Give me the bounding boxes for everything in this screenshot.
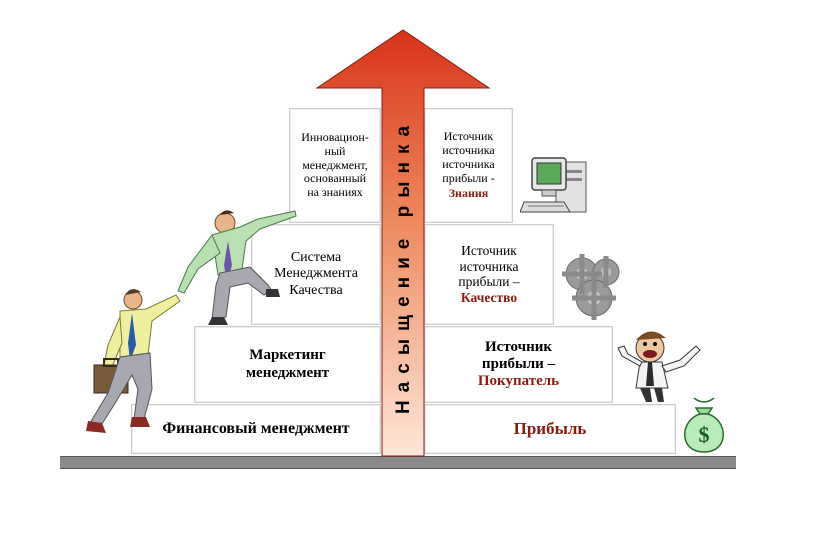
step-accent-label: Знания (448, 185, 489, 200)
step-accent-label: Прибыль (513, 419, 587, 438)
gears-icon (562, 254, 620, 320)
step-source-buyer: Источник прибыли – Покупатель (424, 326, 613, 403)
step-profit: Прибыль (424, 404, 676, 454)
computer-icon (520, 157, 587, 213)
step-source-knowledge: Источник источника источника прибыли - З… (424, 108, 513, 223)
arrow-label-text: Насыщение рынка (393, 117, 415, 415)
step-label: Источник источника источника прибыли - (442, 129, 495, 185)
svg-text:$: $ (699, 422, 710, 447)
money-bag-icon: $ (684, 397, 724, 453)
step-label: Источник источника прибыли – (458, 243, 520, 290)
step-label: Источник прибыли – (481, 338, 556, 372)
arrow-label: Насыщение рынка (386, 96, 422, 436)
step-label: Система Менеджмента Качества (274, 250, 358, 298)
cartoon-person-icon (617, 331, 701, 402)
climbing-businessmen (86, 210, 297, 433)
step-accent-label: Качество (460, 289, 518, 305)
step-innovation-management: Инновацион- ный менеджмент, основанный н… (289, 108, 381, 223)
step-label: Финансовый менеджмент (162, 419, 350, 437)
step-financial-management: Финансовый менеджмент (131, 404, 381, 454)
step-quality-management-system: Система Менеджмента Качества (251, 224, 381, 325)
step-label: Маркетинг менеджмент (245, 347, 330, 381)
step-accent-label: Покупатель (477, 373, 560, 390)
step-label: Инновацион- ный менеджмент, основанный н… (301, 130, 369, 200)
step-marketing-management: Маркетинг менеджмент (194, 326, 381, 403)
